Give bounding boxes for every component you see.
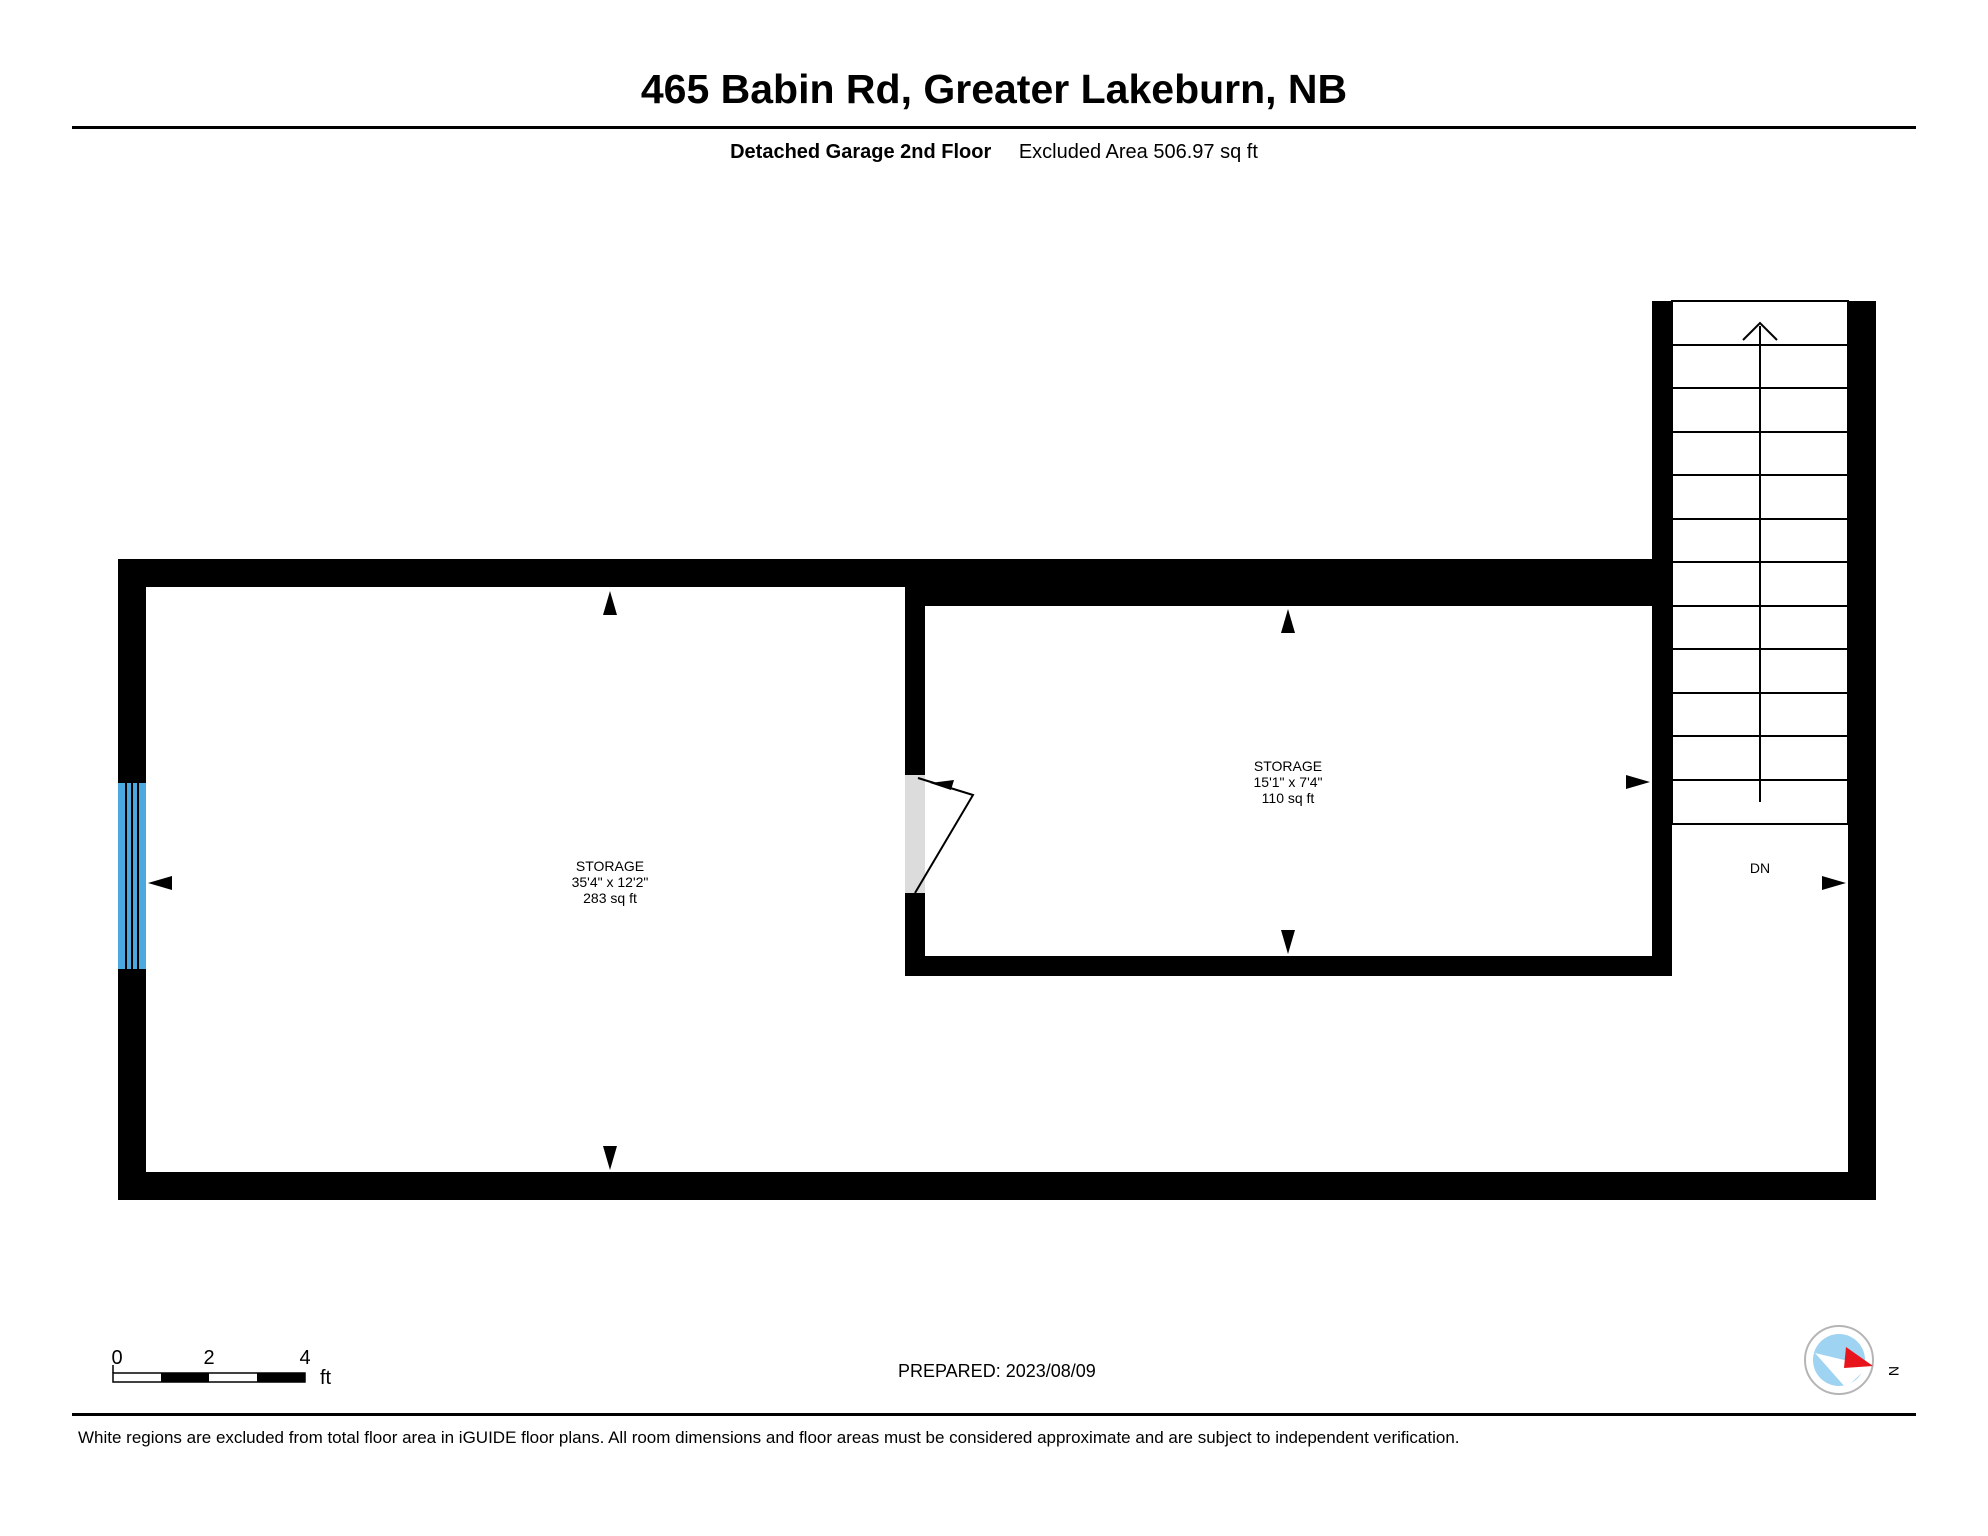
arrow-right-icon bbox=[1626, 775, 1650, 789]
plan-title: 465 Babin Rd, Greater Lakeburn, NB bbox=[640, 66, 1348, 112]
scale-bar: 0 2 4 ft bbox=[111, 1347, 331, 1389]
room-name: STORAGE bbox=[1254, 758, 1322, 774]
wall-south bbox=[118, 1172, 1876, 1200]
wall-partition-upper bbox=[905, 559, 925, 775]
arrow-left-icon bbox=[148, 876, 172, 890]
scale-tick-label: 0 bbox=[111, 1347, 122, 1369]
scale-tick-label: 4 bbox=[299, 1347, 310, 1369]
compass-icon: N bbox=[1804, 1325, 1902, 1395]
wall-north-right bbox=[905, 559, 1672, 606]
walls bbox=[118, 301, 1876, 1200]
staircase bbox=[1671, 300, 1849, 825]
dimension-markers bbox=[148, 591, 1846, 1170]
arrow-right-icon bbox=[1822, 876, 1846, 890]
room-name: STORAGE bbox=[576, 858, 644, 874]
room-dimensions: 15'1" x 7'4" bbox=[1254, 774, 1323, 790]
scale-unit: ft bbox=[320, 1367, 332, 1389]
wall-east bbox=[1848, 301, 1876, 1200]
wall-partition-lower bbox=[905, 893, 925, 976]
level-name: Detached Garage 2nd Floor bbox=[730, 141, 992, 163]
plan-subtitle: Detached Garage 2nd Floor Excluded Area … bbox=[0, 141, 1988, 164]
room-area: 283 sq ft bbox=[583, 890, 637, 906]
prepared-date: PREPARED: 2023/08/09 bbox=[898, 1361, 1096, 1381]
stair-arrow-icon bbox=[1742, 321, 1778, 341]
arrow-down-icon bbox=[603, 1146, 617, 1170]
stairs-label: DN bbox=[1750, 860, 1770, 876]
door bbox=[905, 775, 975, 894]
window-west bbox=[118, 783, 146, 969]
header-divider bbox=[72, 126, 1916, 129]
room-area: 110 sq ft bbox=[1262, 790, 1315, 806]
wall-stair-west bbox=[1652, 301, 1672, 976]
arrow-up-icon bbox=[603, 591, 617, 615]
compass-label: N bbox=[1886, 1366, 1902, 1376]
arrow-up-icon bbox=[1281, 609, 1295, 633]
room-dimensions: 35'4" x 12'2" bbox=[572, 874, 649, 890]
footer-disclaimer: White regions are excluded from total fl… bbox=[78, 1428, 1460, 1447]
excluded-area: Excluded Area 506.97 sq ft bbox=[1018, 141, 1258, 163]
footer-divider bbox=[72, 1413, 1916, 1416]
arrow-down-icon bbox=[1281, 930, 1295, 954]
scale-tick-label: 2 bbox=[203, 1347, 214, 1369]
wall-small-room-south bbox=[905, 956, 1672, 976]
